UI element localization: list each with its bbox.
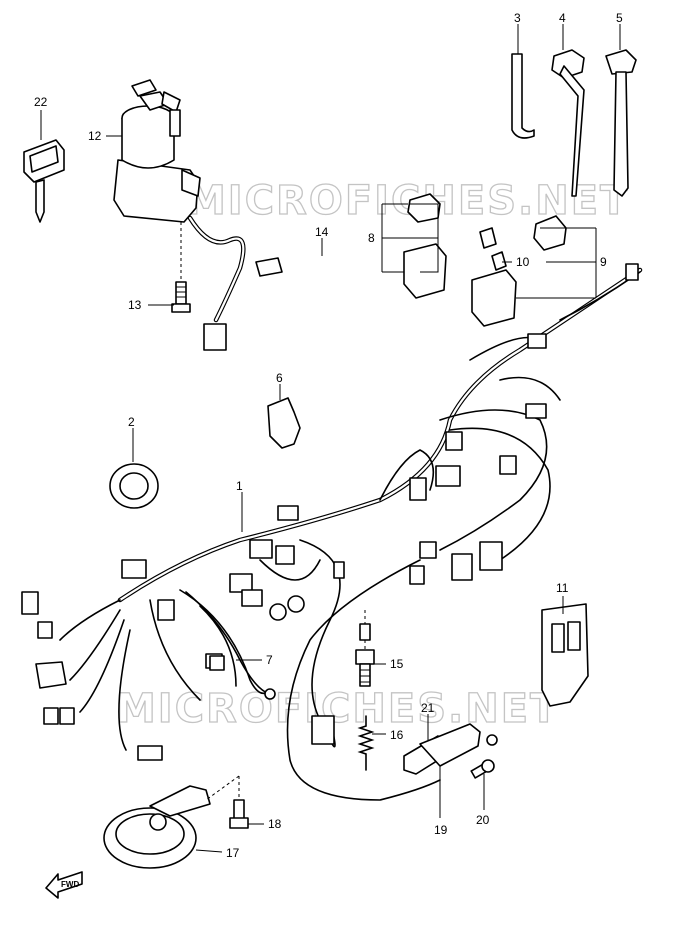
svg-text:FWD: FWD [61, 880, 79, 889]
horn[interactable] [103, 785, 211, 869]
callout-12: 12 [88, 129, 102, 143]
callout-4: 4 [559, 11, 566, 25]
relay-9[interactable] [471, 215, 567, 327]
callout-7: 7 [266, 653, 273, 667]
callout-18: 18 [268, 817, 282, 831]
wire-clamp[interactable] [511, 53, 535, 139]
ignition-switch-connector[interactable] [203, 323, 227, 351]
harness-connectors[interactable] [21, 263, 639, 761]
callout-14: 14 [315, 225, 329, 239]
switch-spring[interactable] [357, 715, 375, 771]
callout-6: 6 [276, 371, 283, 385]
callout-2: 2 [128, 415, 135, 429]
watermark-top: MICROFICHES.NET [186, 178, 629, 224]
callout-8: 8 [368, 231, 375, 245]
stop-lamp-switch[interactable] [355, 610, 375, 687]
callout-1: 1 [236, 479, 243, 493]
callout-3: 3 [514, 11, 521, 25]
callout-15: 15 [390, 657, 404, 671]
harness-bracket[interactable] [267, 397, 301, 449]
callout-19: 19 [434, 823, 448, 837]
harness-plate[interactable] [541, 603, 589, 707]
sub-harness-7[interactable] [185, 591, 276, 700]
callout-numbers: 1 2 3 4 5 6 7 8 9 10 11 12 13 14 15 16 1… [34, 11, 623, 860]
screw-20[interactable] [470, 759, 495, 779]
callout-20: 20 [476, 813, 490, 827]
clamp-strap[interactable] [551, 49, 585, 197]
callout-17: 17 [226, 846, 240, 860]
callout-13: 13 [128, 298, 142, 312]
callout-16: 16 [390, 728, 404, 742]
clamp-pad[interactable] [255, 257, 283, 277]
callout-22: 22 [34, 95, 48, 109]
watermark-bottom: MICROFICHES.NET [116, 686, 559, 732]
grommet[interactable] [109, 463, 159, 509]
ignition-switch-bolt[interactable] [171, 281, 191, 313]
callout-5: 5 [616, 11, 623, 25]
forward-direction-arrow: FWD [45, 871, 83, 899]
callout-11: 11 [556, 581, 569, 595]
ignition-key[interactable] [23, 139, 65, 223]
relay-8[interactable] [403, 193, 497, 299]
callout-10: 10 [516, 255, 530, 269]
ignition-switch[interactable] [113, 79, 201, 223]
callout-9: 9 [600, 255, 607, 269]
leader-lines [40, 24, 621, 853]
cable-tie[interactable] [605, 49, 637, 197]
switch-19[interactable] [419, 723, 498, 767]
fuse-10[interactable] [491, 251, 507, 271]
callout-21: 21 [421, 701, 435, 715]
horn-bolt[interactable] [229, 799, 249, 829]
